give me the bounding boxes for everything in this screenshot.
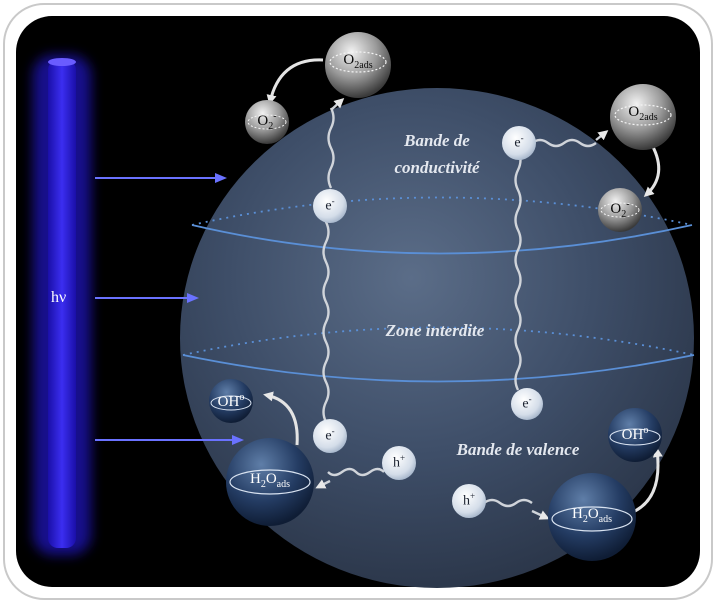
o2-radical-right-label: O2- — [610, 199, 630, 220]
arrow-h2o-to-oh-right — [632, 447, 663, 514]
water-spheres — [209, 379, 662, 561]
conduction-band-label-line1: Bande de — [404, 131, 470, 150]
band-line-lower-back — [182, 326, 695, 356]
h2o-ads-right-sphere — [548, 473, 636, 561]
light-bar-top — [48, 58, 76, 66]
arrow-o2-to-radical-left — [266, 58, 324, 105]
h2o-ads-right-label: H2Oads — [571, 506, 613, 525]
charge-carriers — [313, 126, 543, 518]
electron-1-sphere — [313, 189, 347, 223]
oh-radical-right-label: OHo — [621, 425, 649, 443]
excitation-paths — [315, 97, 609, 520]
electron-2-sphere — [502, 126, 536, 160]
o2-ads-top-label: O2ads — [343, 52, 373, 71]
o2-ads-right-label: O2ads — [628, 104, 658, 123]
conduction-band-label-line2: conductivité — [394, 158, 480, 177]
hole-1-sphere — [382, 446, 416, 480]
hole-1-label: h+ — [392, 453, 406, 471]
path-hole-right — [483, 498, 533, 508]
band-gap-label: Zone interdite — [385, 321, 485, 340]
path-electron-left-upper — [327, 107, 335, 189]
electron-2-label: e- — [514, 133, 524, 151]
o2-radical-left-label: O2- — [257, 111, 277, 132]
band-line-lower-front — [182, 354, 695, 383]
h2o-ads-left-sphere — [226, 438, 314, 526]
oh-radical-right-sphere — [608, 408, 662, 462]
conversion-arrows — [263, 58, 663, 514]
light-label: hν — [51, 289, 67, 306]
electron-4-label: e- — [325, 426, 335, 444]
o2-ads-right-sphere — [610, 84, 676, 150]
oh-radical-left-sphere — [209, 379, 253, 423]
light-source-bar — [48, 60, 76, 548]
arrow-to-o2-top — [330, 97, 345, 111]
h2o-ads-left-label: H2Oads — [249, 471, 291, 490]
electron-3-sphere — [511, 388, 543, 420]
electron-1-label: e- — [325, 196, 335, 214]
path-electron-right — [514, 149, 522, 391]
o2-ads-top-sphere — [325, 32, 391, 98]
valence-band-label: Bande de valence — [456, 440, 580, 459]
arrow-o2-to-radical-right — [643, 144, 661, 198]
light-rays — [95, 173, 245, 445]
oxygen-spheres — [245, 32, 676, 232]
path-hole-left — [327, 467, 385, 477]
band-line-upper-front — [191, 224, 693, 255]
path-electron-left-lower — [322, 201, 330, 423]
o2-radical-right-sphere — [598, 188, 642, 232]
hole-2-sphere — [452, 484, 486, 518]
electron-3-label: e- — [522, 394, 532, 412]
band-boundaries — [182, 196, 695, 383]
arrow-h2o-to-oh-left — [263, 391, 299, 446]
hole-2-label: h+ — [462, 491, 476, 509]
electron-4-sphere — [313, 419, 347, 453]
o2-radical-left-sphere — [245, 100, 289, 144]
oh-radical-left-label: OHo — [217, 392, 245, 410]
path-e-to-o2-right — [531, 138, 597, 148]
